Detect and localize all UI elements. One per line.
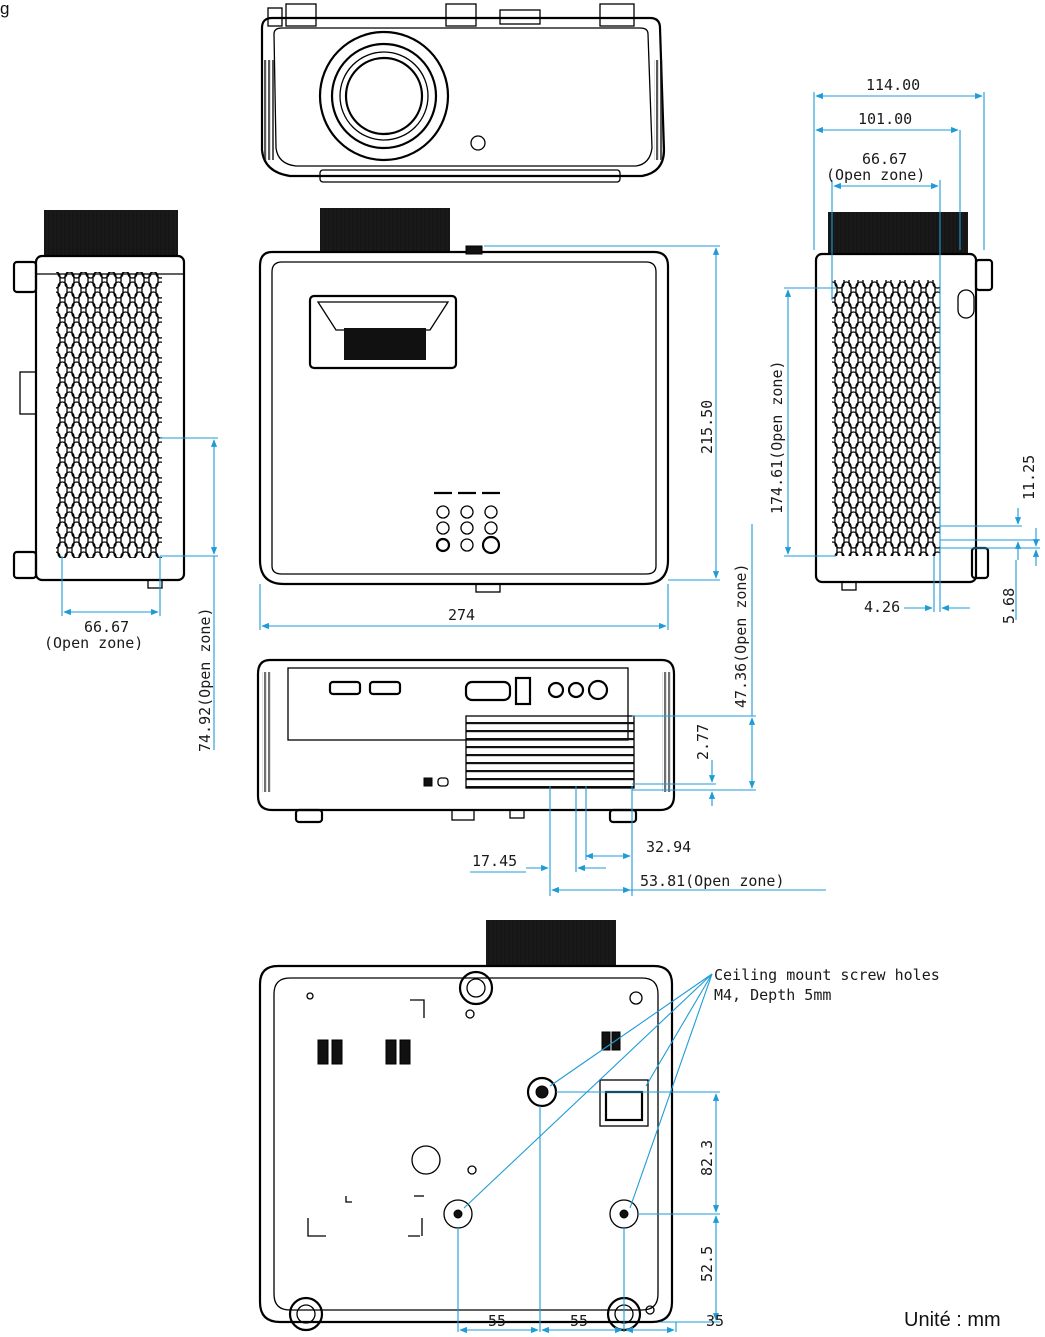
dim-top-width-inner: 101.00 (858, 110, 912, 128)
dim-right-offset-horizontal: 4.26 (864, 598, 900, 616)
dim-bottom-vertical-upper: 82.3 (698, 1140, 716, 1176)
unit-label: Unité : mm (904, 1309, 1001, 1331)
dim-front-height: 215.50 (698, 400, 716, 454)
dim-top-width-total: 114.00 (866, 76, 920, 94)
dim-bottom-vertical-lower: 52.5 (698, 1246, 716, 1282)
dim-top-open-zone-label: (Open zone) (826, 166, 925, 184)
projector-bottom-view (258, 920, 674, 1332)
dim-rear-vent-offset: 2.77 (694, 724, 712, 760)
dim-rear-vertical-open-zone: 47.36(Open zone) (732, 564, 750, 709)
dim-front-width: 274 (448, 606, 475, 624)
dim-right-offset-lower: 5.68 (1000, 588, 1018, 624)
projector-left-side-view (12, 210, 186, 589)
projector-rear-view (256, 658, 676, 824)
keypad-buttons (434, 491, 501, 555)
header-partial-text: g (0, 0, 9, 18)
dim-left-open-zone-value: 66.67 (84, 618, 129, 636)
dim-right-vertical-open-zone: 174.61(Open zone) (768, 360, 786, 514)
callout-line-1: Ceiling mount screw holes (714, 966, 940, 984)
callout-line-2: M4, Depth 5mm (714, 986, 831, 1004)
projector-right-side-view (814, 212, 994, 591)
dim-rear-vent-left: 17.45 (472, 852, 517, 870)
dim-bottom-spacing-1: 55 (488, 1312, 506, 1330)
dim-rear-vent-open-zone: 53.81(Open zone) (640, 872, 785, 890)
dim-bottom-spacing-3: 35 (706, 1312, 724, 1330)
dimension-labels: 114.00 101.00 66.67 (Open zone) 215.50 2… (44, 76, 1038, 1330)
dim-top-open-zone-value: 66.67 (862, 150, 907, 168)
projector-top-view (258, 208, 670, 593)
dim-rear-vent-width: 32.94 (646, 838, 691, 856)
dim-left-open-zone-label: (Open zone) (44, 634, 143, 652)
projector-front-view (260, 3, 666, 183)
dim-right-offset-upper: 11.25 (1020, 455, 1038, 500)
dim-bottom-spacing-2: 55 (570, 1312, 588, 1330)
dimension-lines (61, 92, 1040, 1334)
dim-left-vertical-open-zone: 74.92(Open zone) (196, 608, 214, 753)
